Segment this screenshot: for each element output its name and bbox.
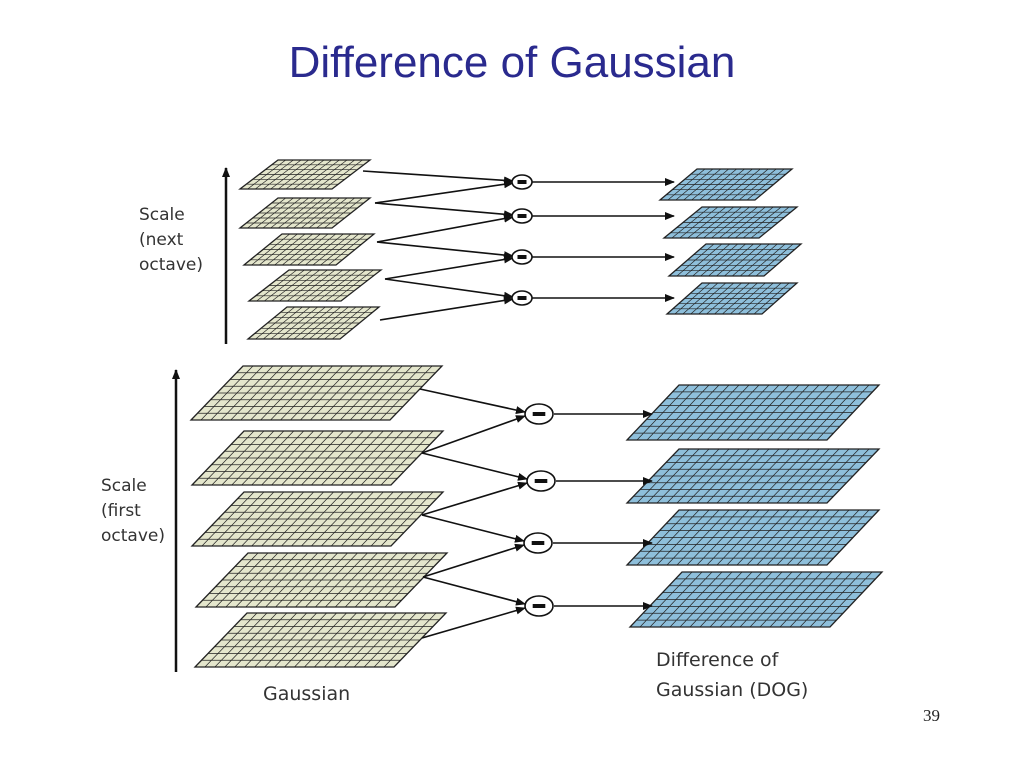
dog-layer-first-2	[625, 448, 881, 504]
slide-title: Difference of Gaussian	[288, 38, 736, 87]
dog-layer-next-1	[658, 168, 794, 201]
arrow-next-in-b-1	[374, 180, 514, 204]
gaussian-layer-next-1	[238, 159, 372, 190]
arrow-first-in-a-3	[421, 514, 525, 543]
minus-op-next-1	[511, 174, 533, 190]
gaussian-layer-next-4	[247, 269, 383, 302]
minus-op-first-3	[523, 532, 553, 554]
arrow-next-in-b-2	[376, 214, 514, 243]
dog-label-line1: Difference of	[656, 649, 780, 671]
gaussian-layer-first-4	[194, 552, 449, 608]
arrow-first-in-a-2	[421, 452, 528, 481]
minus-op-next-4	[511, 290, 533, 306]
arrow-next-in-a-4	[384, 278, 514, 300]
dog-label-line2: Gaussian (DOG)	[656, 679, 808, 701]
gaussian-label: Gaussian	[263, 683, 350, 705]
minus-op-next-2	[511, 208, 533, 224]
scale-next-label-line1: Scale	[139, 205, 185, 225]
gaussian-layer-next-3	[242, 233, 376, 266]
minus-op-first-4	[524, 595, 554, 617]
scale-first-label-line1: Scale	[101, 476, 147, 496]
arrow-first-in-b-1	[421, 415, 526, 454]
gaussian-layer-first-3	[190, 491, 445, 547]
dog-layer-next-4	[665, 282, 799, 315]
gaussian-layer-next-2	[238, 197, 372, 229]
arrow-next-in-a-1	[362, 170, 514, 185]
scale-first-label-line2: (first	[101, 501, 141, 521]
dog-layer-next-2	[662, 206, 799, 239]
gaussian-layer-first-5	[193, 612, 448, 668]
gaussian-layer-first-1	[189, 365, 444, 421]
minus-op-first-2	[526, 470, 556, 492]
gaussian-layer-next-5	[246, 306, 381, 340]
arrow-next-in-a-3	[376, 241, 514, 260]
minus-op-next-3	[511, 249, 533, 265]
dog-layer-first-4	[628, 571, 884, 628]
arrow-next-in-b-3	[384, 255, 514, 280]
arrow-next-in-a-2	[374, 202, 514, 219]
arrow-first-in-a-4	[422, 576, 526, 606]
dog-layer-first-1	[625, 384, 881, 441]
scale-next-label-line3: octave)	[139, 255, 203, 275]
minus-op-first-1	[524, 403, 554, 425]
scale-next-label-line2: (next	[139, 230, 184, 250]
arrow-first-in-a-1	[419, 388, 526, 414]
arrow-first-in-b-3	[422, 543, 525, 578]
arrow-next-in-b-4	[379, 296, 514, 321]
dog-layer-first-3	[625, 509, 881, 566]
scale-first-label-line3: octave)	[101, 526, 165, 546]
dog-layer-next-3	[667, 243, 803, 277]
arrow-first-in-b-4	[421, 606, 526, 639]
page-number: 39	[923, 706, 940, 725]
arrow-first-in-b-2	[421, 481, 528, 516]
gaussian-layer-first-2	[190, 430, 445, 486]
